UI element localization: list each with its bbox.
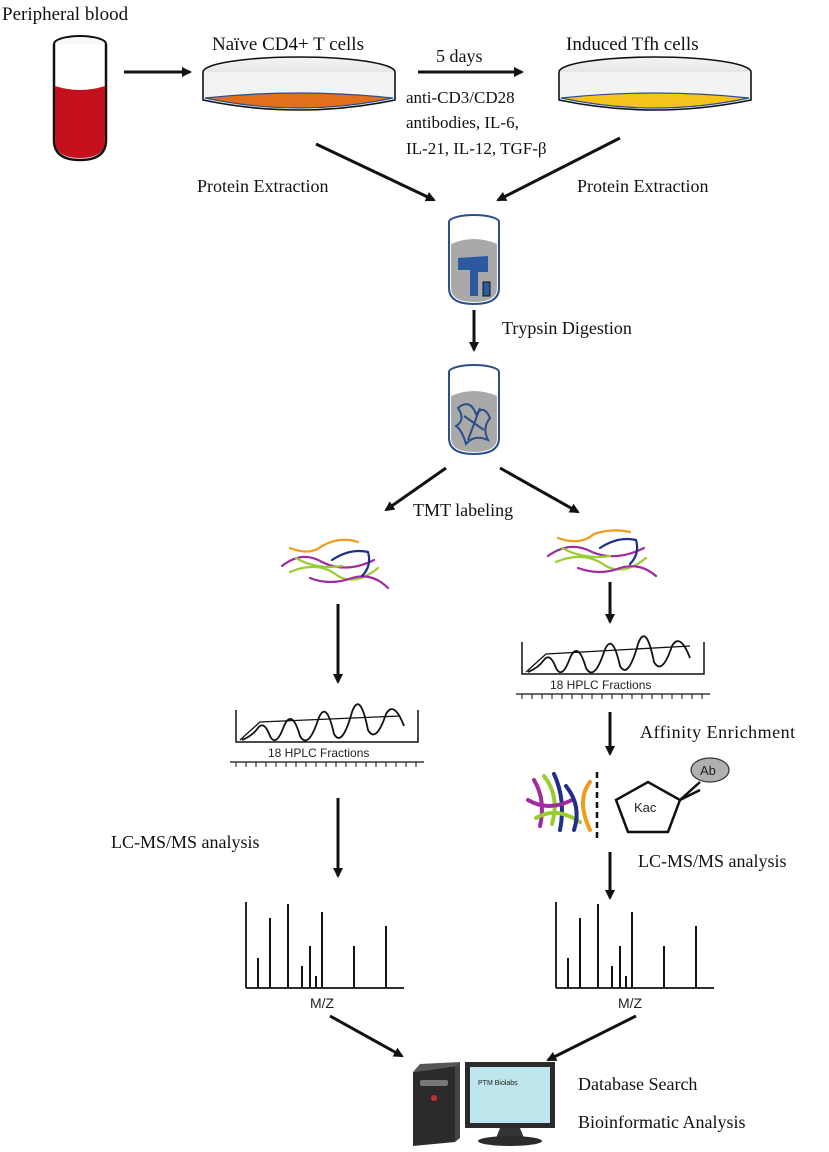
arrow-tmt-left xyxy=(384,466,447,512)
arrow-right-to-database xyxy=(546,1014,637,1062)
protein-tube-icon xyxy=(448,214,500,306)
peripheral-blood-label: Peripheral blood xyxy=(2,4,129,25)
mass-spectrum-left-icon xyxy=(245,902,404,989)
affinity-enrichment-label: Affinity Enrichment xyxy=(640,722,796,742)
peptide-tube-icon xyxy=(448,364,500,456)
hplc-chromatogram-right-icon xyxy=(516,635,710,699)
hplc-left-label: 18 HPLC Fractions xyxy=(268,746,369,760)
arrow-tmt-right xyxy=(499,466,580,514)
tfh-medium xyxy=(560,92,750,109)
arrow-naive-extraction xyxy=(315,142,436,202)
peptide-bundle-left-icon xyxy=(280,538,390,590)
peptide-bundle-right-icon xyxy=(546,529,658,578)
hplc-chromatogram-left-icon xyxy=(230,703,424,767)
arrow-tfh-extraction xyxy=(496,136,621,202)
arrow-left-to-database xyxy=(329,1014,404,1058)
tmt-labeling-label: TMT labeling xyxy=(413,500,513,520)
bioinformatic-analysis-label: Bioinformatic Analysis xyxy=(578,1112,745,1132)
blood-tube-icon xyxy=(52,35,108,162)
tfh-cell-dish-icon xyxy=(558,56,752,111)
antibody-enrichment-icon xyxy=(526,757,730,840)
computer-monitor-icon xyxy=(465,1062,555,1146)
stim-line-3: IL-21, IL-12, TGF-β xyxy=(406,139,547,158)
mz-right-label: M/Z xyxy=(618,995,643,1011)
ab-label: Ab xyxy=(700,763,716,778)
protein-extraction-right-label: Protein Extraction xyxy=(577,176,708,196)
blood-fill xyxy=(55,86,105,158)
trypsin-digestion-label: Trypsin Digestion xyxy=(502,318,632,338)
stim-line-2: antibodies, IL-6, xyxy=(406,113,519,132)
kac-label: Kac xyxy=(634,800,657,815)
database-search-label: Database Search xyxy=(578,1074,697,1094)
mass-spectrum-right-icon xyxy=(555,902,714,989)
computer-tower-icon xyxy=(413,1062,460,1146)
lcms-right-label: LC-MS/MS analysis xyxy=(638,851,787,871)
naive-cell-dish-icon xyxy=(202,56,396,111)
naive-cells-label: Naïve CD4+ T cells xyxy=(212,34,364,55)
five-days-label: 5 days xyxy=(436,46,483,66)
stim-line-1: anti-CD3/CD28 xyxy=(406,88,515,107)
protein-extraction-left-label: Protein Extraction xyxy=(197,176,328,196)
naive-medium xyxy=(204,92,394,109)
induced-tfh-label: Induced Tfh cells xyxy=(566,34,699,55)
monitor-brand-label: PTM Biolabs xyxy=(478,1080,518,1087)
mz-left-label: M/Z xyxy=(310,995,335,1011)
lcms-left-label: LC-MS/MS analysis xyxy=(111,832,260,852)
hplc-right-label: 18 HPLC Fractions xyxy=(550,678,651,692)
